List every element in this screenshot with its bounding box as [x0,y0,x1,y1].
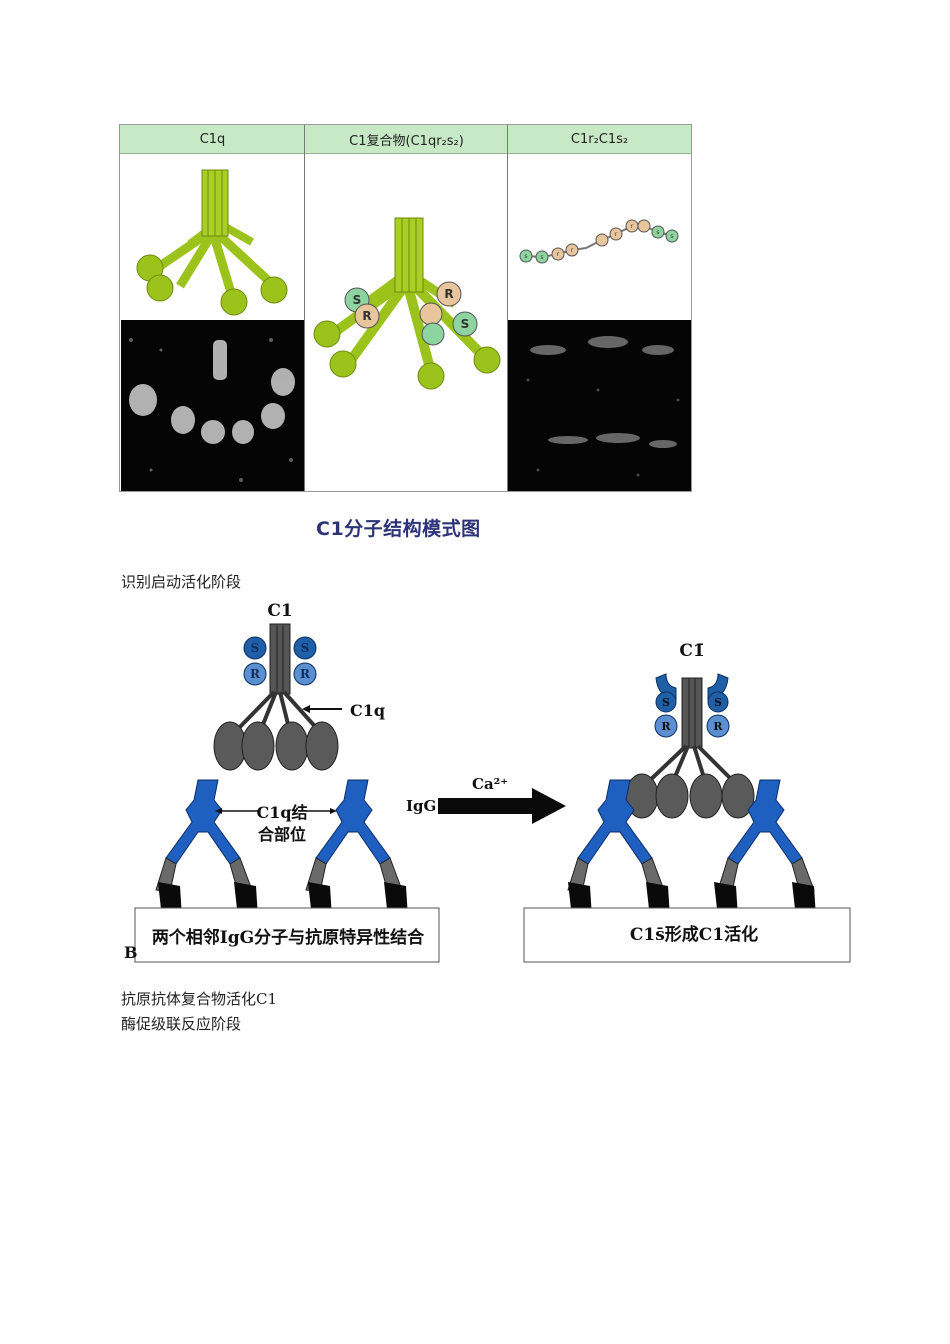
s-subunit-label: S [353,293,362,307]
binding-site-label: C1q结 [256,803,307,822]
c1-structure-figure: C1q C1复合物(C1qr₂s₂) C1r₂C1s₂ [119,124,692,492]
chain-label: s [540,254,543,261]
chain-label: r [571,247,574,254]
column-title: C1r₂C1s₂ [570,131,629,147]
c1q-em-image [121,320,304,491]
s-subunit-label: S [662,696,670,709]
column-title: C1复合物(C1qr₂s₂) [349,133,464,149]
c1-complex-drawing: S R R S [313,217,501,390]
activation-arrow [438,788,566,824]
left-antigen-surface [134,907,440,963]
r-subunit-label: R [444,287,453,301]
chain-label: s [524,253,527,260]
s-subunit-label: S [461,317,470,331]
r-subunit-label: R [713,720,723,733]
r-subunit-label: R [300,667,311,681]
igg-label: IgG [406,797,436,815]
paragraph-enzyme-cascade: 酶促级联反应阶段 [121,1015,242,1033]
figure1-caption: C1分子结构模式图 [316,518,481,540]
paragraph-recognition-stage: 识别启动活化阶段 [121,573,242,591]
c1r2c1s2-drawing: s s r r r r s s [519,219,679,264]
c1q-drawing [136,169,288,316]
r-subunit-label: R [250,667,261,681]
r-subunit-label: R [362,309,371,323]
left-antibody-1 [155,779,253,893]
column-header-c1q: C1q [120,125,305,154]
ca-ion-label: Ca²⁺ [472,775,508,793]
chain-label: r [631,223,634,230]
column-divider [304,125,305,491]
column-header-c1r2c1s2: C1r₂C1s₂ [508,125,691,154]
s-subunit-label: S [714,696,722,709]
right-c1-molecule: S S R R [625,673,755,819]
r-subunit-label: R [661,720,671,733]
s-subunit-label: S [251,641,260,655]
left-c1-label: C1 [267,601,292,621]
panel-letter: B [124,943,138,962]
binding-site-label: 合部位 [258,825,306,844]
right-c1-label: C1̄ [679,641,704,661]
c1r2c1s2-em-image [508,320,691,491]
right-surface-label: C1s̄形成C1活化 [630,924,758,945]
left-antibody-2 [305,779,403,893]
column-title: C1q [199,131,226,147]
right-antigen-surface [523,907,851,963]
left-c1-molecule: S S R R [213,623,339,771]
chain-label: r [557,251,560,258]
column-header-c1-complex: C1复合物(C1qr₂s₂) [305,125,508,154]
c1-activation-figure: C1 S S R R C1q [124,601,851,963]
column-divider [507,125,508,491]
c1q-label: C1q [350,701,385,720]
chain-label: s [670,233,673,240]
paragraph-antigen-antibody: 抗原抗体复合物活化C1 [121,990,278,1008]
chain-label: s [656,229,659,236]
chain-label: r [615,231,618,238]
left-surface-label: 两个相邻IgG分子与抗原特异性结合 [152,927,425,948]
s-subunit-label: S [301,641,310,655]
